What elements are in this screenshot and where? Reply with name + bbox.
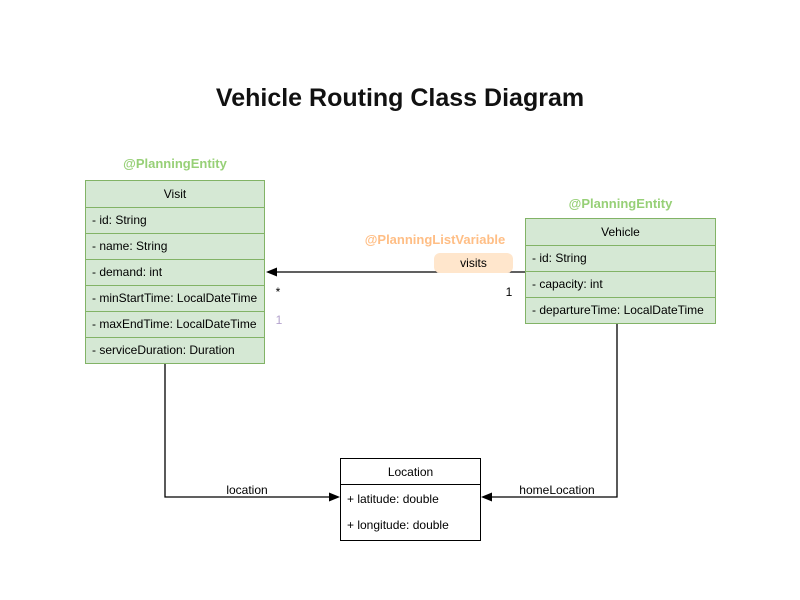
vehicle-attribute: - capacity: int [526,271,715,297]
vehicle-planning-entity-annotation: @PlanningEntity [568,196,673,211]
class-vehicle: Vehicle - id: String - capacity: int - d… [525,218,716,324]
diagram-title: Vehicle Routing Class Diagram [215,84,585,112]
visits-source-multiplicity: 1 [505,285,513,299]
visits-target-multiplicity: * [275,285,281,299]
class-location-attributes: + latitude: double + longitude: double [341,485,480,540]
planning-list-variable-annotation: @PlanningListVariable [364,232,506,247]
visit-attribute: - id: String [86,207,264,233]
edge-home-location [481,322,618,502]
visits-edge-label: visits [434,253,513,273]
home-location-edge-label: homeLocation [519,483,595,497]
edge-location [164,362,340,502]
visit-attribute: - minStartTime: LocalDateTime [86,285,264,311]
location-edge-label: location [226,483,268,497]
class-visit-name: Visit [163,187,187,201]
visit-attribute: - demand: int [86,259,264,285]
class-visit: Visit - id: String - name: String - dema… [85,180,265,364]
location-attribute: + longitude: double [347,518,449,532]
class-location-name: Location [341,459,480,485]
visit-attribute: - name: String [86,233,264,259]
class-location: Location + latitude: double + longitude:… [340,458,481,541]
visit-attribute: - maxEndTime: LocalDateTime [86,311,264,337]
class-vehicle-name: Vehicle [601,225,640,239]
visit-planning-entity-annotation: @PlanningEntity [123,156,227,171]
vehicle-attribute: - departureTime: LocalDateTime [526,297,715,323]
vehicle-attribute: - id: String [526,245,715,271]
location-attribute: + latitude: double [347,492,439,506]
visits-index-label: 1 [275,313,283,327]
visit-attribute: - serviceDuration: Duration [86,337,264,363]
